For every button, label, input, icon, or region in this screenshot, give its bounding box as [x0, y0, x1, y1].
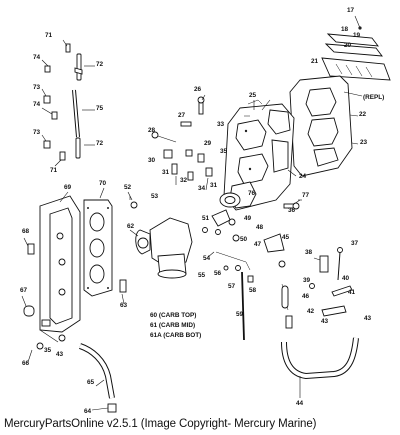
- part-label-27: 27: [178, 112, 186, 119]
- part-label-77: 77: [302, 192, 310, 199]
- part-label-72: 72: [96, 140, 104, 147]
- reed-plate-stack: [289, 15, 391, 177]
- silencer-cover: [39, 195, 81, 333]
- part-label-23: 23: [360, 139, 368, 146]
- carburetor-gasket: [211, 192, 241, 242]
- carb-note-mid: 61 (CARB MID): [150, 322, 195, 329]
- carburetor: [119, 196, 208, 293]
- part-label-45: 45: [282, 234, 290, 241]
- part-label-25: 25: [249, 92, 257, 99]
- part-label-55: 55: [198, 272, 206, 279]
- part-label-37: 37: [351, 240, 359, 247]
- part-label-49: 49: [244, 215, 252, 222]
- part-label-36: 36: [288, 207, 296, 214]
- part-label-53: 53: [151, 193, 159, 200]
- part-label-68: 68: [22, 228, 30, 235]
- part-label-43: 43: [56, 351, 64, 358]
- part-label-35: 35: [44, 347, 52, 354]
- part-label-31: 31: [210, 182, 218, 189]
- silencer-screws: [23, 243, 66, 350]
- leader-lines: [21, 94, 301, 363]
- part-label-38: 38: [305, 249, 313, 256]
- part-label-21: 21: [311, 58, 319, 65]
- throttle-rod: [72, 89, 95, 138]
- part-label-41: 41: [348, 289, 356, 296]
- part-label-74: 74: [33, 54, 41, 61]
- part-label-18: 18: [341, 26, 349, 33]
- part-label-22: 22: [359, 111, 367, 118]
- carb-notes: 60 (CARB TOP) 61 (CARB MID) 61A (CARB BO…: [150, 312, 201, 339]
- part-label-43: 43: [364, 315, 372, 322]
- part-label-26: 26: [194, 86, 202, 93]
- part-label-58: 58: [249, 287, 257, 294]
- part-label-63: 63: [120, 302, 128, 309]
- part-label-73: 73: [33, 84, 41, 91]
- fuel-hose: [281, 337, 359, 398]
- part-label-34: 34: [198, 185, 206, 192]
- part-label-47: 47: [254, 241, 262, 248]
- part-label-24: 24: [299, 173, 307, 180]
- part-label-43: 43: [321, 318, 329, 325]
- part-label-19: 19: [353, 32, 361, 39]
- carb-note-top: 60 (CARB TOP): [150, 312, 196, 319]
- silencer-gasket: [83, 199, 113, 297]
- part-label-73: 73: [33, 129, 41, 136]
- part-label-28: 28: [148, 127, 156, 134]
- drain-hose: [78, 343, 117, 413]
- part-label-42: 42: [307, 308, 315, 315]
- part-label-72: 72: [96, 61, 104, 68]
- part-label-46: 46: [302, 293, 310, 300]
- throttle-linkage-upper: [41, 39, 95, 104]
- part-label-31: 31: [162, 169, 170, 176]
- part-label-54: 54: [203, 255, 211, 262]
- part-label-32: 32: [180, 177, 188, 184]
- carb-note-bot: 61A (CARB BOT): [150, 332, 201, 339]
- image-caption: MercuryPartsOnline v2.5.1 (Image Copyrig…: [4, 418, 317, 430]
- part-label-74: 74: [33, 101, 41, 108]
- part-label-69: 69: [64, 184, 72, 191]
- part-label-51: 51: [202, 215, 210, 222]
- manifold-screws: [151, 96, 302, 210]
- part-label-44: 44: [296, 400, 304, 407]
- part-label-65: 65: [87, 379, 95, 386]
- part-label-67: 67: [20, 287, 28, 294]
- part-label-70: 70: [99, 180, 107, 187]
- part-label-64: 64: [84, 408, 92, 415]
- intake-manifold: [223, 99, 295, 211]
- part-label-75: 75: [96, 105, 104, 112]
- part-label-71: 71: [50, 167, 58, 174]
- part-label-30: 30: [148, 157, 156, 164]
- part-label-35: 35: [220, 148, 228, 155]
- part-label-52: 52: [124, 184, 132, 191]
- part-label-50: 50: [240, 236, 248, 243]
- part-label-62: 62: [127, 223, 135, 230]
- part-label-40: 40: [342, 275, 350, 282]
- part-label-56: 56: [214, 270, 222, 277]
- part-label-57: 57: [228, 283, 236, 290]
- part-label-48: 48: [256, 224, 264, 231]
- part-label-71: 71: [45, 32, 53, 39]
- part-label-17: 17: [347, 7, 355, 14]
- repl-label: (REPL): [363, 94, 384, 101]
- part-label-33: 33: [217, 121, 225, 128]
- throttle-linkage-lower: [41, 107, 95, 167]
- fuel-line-parts: [281, 247, 353, 329]
- part-label-66: 66: [22, 360, 30, 367]
- choke-linkage: [215, 233, 286, 341]
- part-label-59: 59: [236, 311, 244, 318]
- part-label-29: 29: [204, 140, 212, 147]
- part-label-39: 39: [303, 277, 311, 284]
- part-label-20: 20: [344, 42, 352, 49]
- part-label-76: 76: [248, 190, 256, 197]
